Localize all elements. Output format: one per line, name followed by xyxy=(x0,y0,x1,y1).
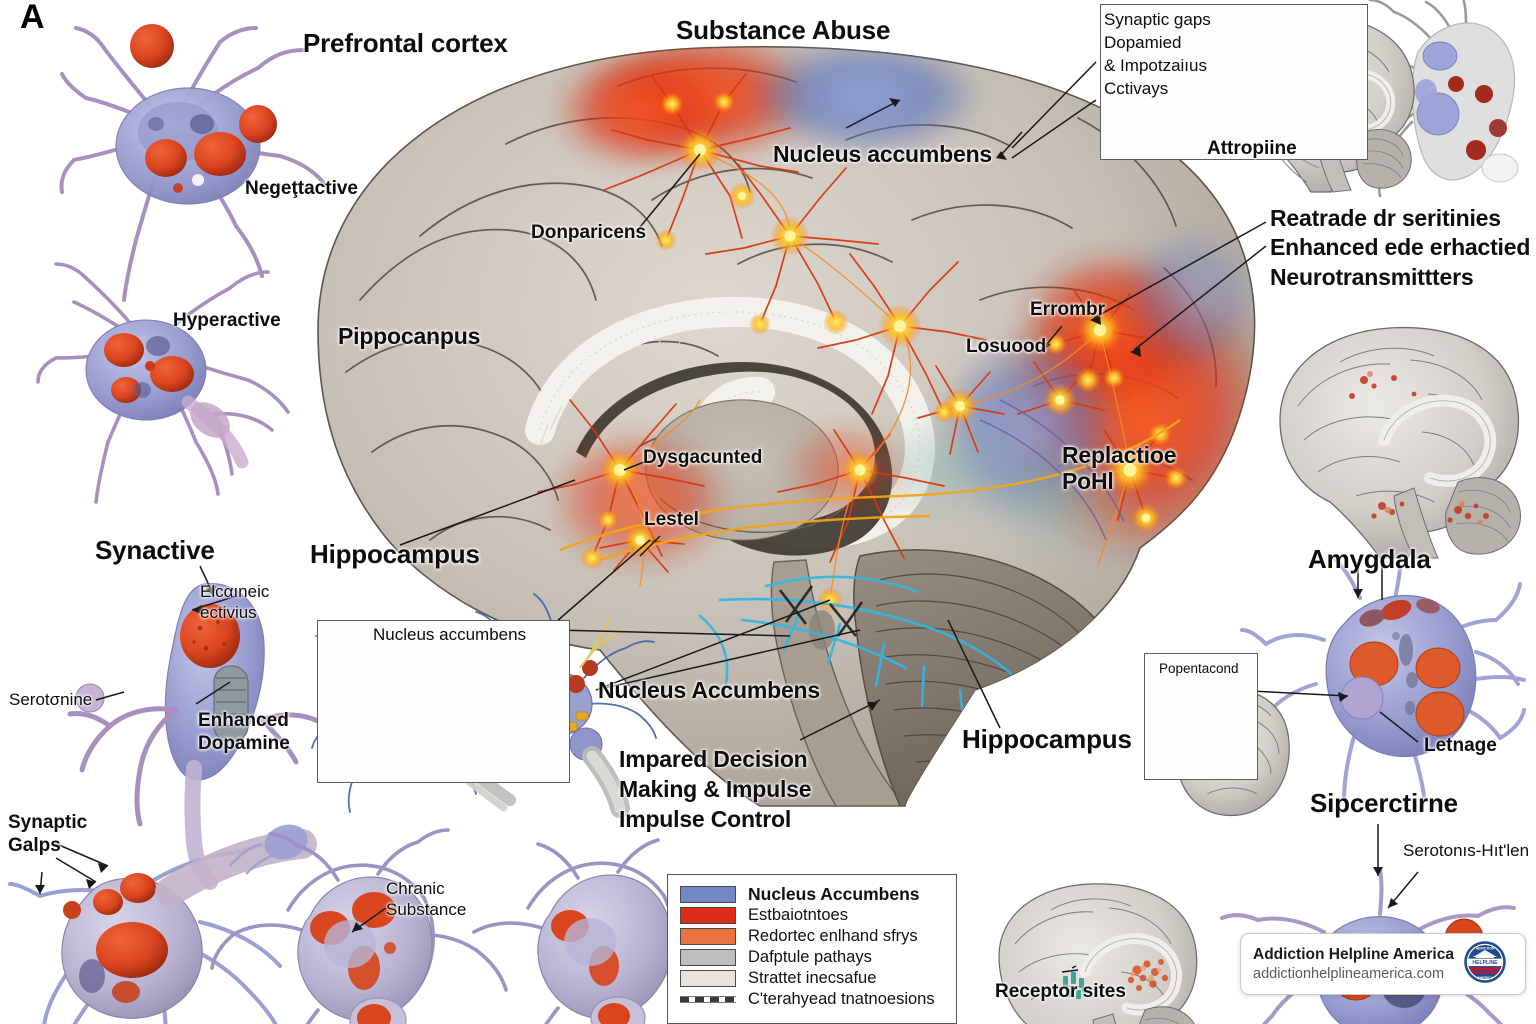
legend-item: Nucleus Accumbens xyxy=(680,884,944,905)
neuron-amygdala xyxy=(1240,544,1526,802)
legend-swatch xyxy=(680,886,736,903)
main-brain-illustration xyxy=(317,45,1256,807)
label-synaptic-galps: Synaptic Galps xyxy=(8,812,88,856)
neuron-synactive xyxy=(67,582,323,890)
legend-item: Dafptule pathays xyxy=(680,947,944,968)
leader-lines xyxy=(35,23,1419,973)
inset-title-popentacond: Popentacond xyxy=(1159,661,1239,676)
inset-title-nucleus-accumbens: Nucleus accumbens xyxy=(373,625,527,644)
brand-name: Addiction Helpline America xyxy=(1253,946,1454,963)
label-receptor-sites: Receptor sites xyxy=(995,981,1126,1002)
inset-popentacond xyxy=(1144,653,1258,780)
label-nucleus-accumbens-main: Nucleus Accumbens xyxy=(598,677,820,703)
legend-swatch xyxy=(680,928,736,945)
legend-label: Redortec enlhand sfrys xyxy=(748,927,918,945)
label-chronic-substance: Chranic Substance xyxy=(386,879,467,919)
label-letnage: Letnage xyxy=(1424,735,1497,756)
legend-swatch xyxy=(680,907,736,924)
neuron-negetiactive xyxy=(59,24,328,302)
label-donparicens: Donparicens xyxy=(531,222,647,243)
label-hippocampus-left: Hippocampus xyxy=(310,539,480,569)
inset-line-dopamied: Dopamied xyxy=(1104,33,1182,52)
legend-item: Redortec enlhand sfrys xyxy=(680,926,944,947)
callout-receptor-serotonin: Reatrade dr seritinies Enhanced ede erha… xyxy=(1270,205,1531,290)
label-hyperactive: Hyperactive xyxy=(173,310,281,331)
legend-box: Nucleus Accumbens Estbaiotntoes Redortec… xyxy=(667,874,957,1024)
label-dysgacunted: Dysgacunted xyxy=(643,447,763,468)
legend-label: Estbaiotntoes xyxy=(748,906,848,924)
small-brain-receptor-sites xyxy=(998,883,1198,1024)
brand-badge[interactable]: Addiction Helpline America addictionhelp… xyxy=(1240,933,1526,995)
inset-nucleus-accumbens xyxy=(317,620,570,783)
label-negetiactive: Negeţtactive xyxy=(245,178,358,199)
svg-text:AMERICA: AMERICA xyxy=(1477,976,1493,980)
label-nucleus-accumbens-top: Nucleus accumbens xyxy=(773,141,993,167)
label-elcaineic-ectivius: Elcαıneic ectivius xyxy=(200,582,270,622)
neuron-chronic-substance xyxy=(210,828,508,1024)
label-synactive: Synactive xyxy=(95,535,215,565)
label-amygdala: Amygdala xyxy=(1308,544,1431,574)
helpline-seal-icon: HELPLINE ADDICTION AMERICA xyxy=(1463,940,1507,989)
legend-label: Nucleus Accumbens xyxy=(748,884,920,904)
label-substance-abuse: Substance Abuse xyxy=(676,15,891,45)
label-serotonine: Serotσnine xyxy=(9,690,93,709)
label-serotonin-hitlen: Serotonıs-Hıt'len xyxy=(1403,841,1530,860)
legend-item: C'terahyead tnatnoesions xyxy=(680,989,944,1010)
legend-label: Strattet inecsafue xyxy=(748,969,877,987)
neuron-synaptic-galps xyxy=(8,824,317,1024)
label-lestel: Lestel xyxy=(644,509,699,530)
inset-line-impotzaiius: & Impotzaiıus xyxy=(1104,56,1207,75)
inset-label-attropiine: Attropiine xyxy=(1207,138,1297,159)
label-pippocanpus: Pippocanpus xyxy=(338,323,481,349)
svg-text:ADDICTION: ADDICTION xyxy=(1476,946,1495,950)
legend-item: Estbaiotntoes xyxy=(680,905,944,926)
legend-item: Strattet inecsafue xyxy=(680,968,944,989)
inset-synaptic-gaps xyxy=(1100,4,1368,160)
neuron-hyperactive xyxy=(36,262,290,504)
label-prefrontal-cortex: Prefrontal cortex xyxy=(303,28,508,58)
callout-impaired-decision: Impared Decision Making & Impulse Impuls… xyxy=(619,746,812,832)
brand-url[interactable]: addictionhelplineamerica.com xyxy=(1253,966,1445,982)
small-brain-right-mid xyxy=(1279,326,1521,559)
brand-text: Addiction Helpline America addictionhelp… xyxy=(1253,946,1454,982)
svg-text:HELPLINE: HELPLINE xyxy=(1472,959,1498,965)
panel-letter: A xyxy=(20,0,45,36)
legend-label: C'terahyead tnatnoesions xyxy=(748,990,935,1008)
label-errombr: Errombr xyxy=(1030,299,1105,320)
label-sipcerctirne: Sipcerctirne xyxy=(1310,788,1458,818)
legend-swatch xyxy=(680,949,736,966)
legend-swatch-dashed xyxy=(680,996,736,1003)
label-losuood: Losuood xyxy=(966,336,1047,357)
inset-line-synaptic-gaps: Synaptic gaps xyxy=(1104,10,1211,29)
label-replactioe-pokl: Replactioe PoHl xyxy=(1062,442,1177,494)
legend-swatch xyxy=(680,970,736,987)
legend-label: Dafptule pathays xyxy=(748,948,872,966)
inset-line-cctivays: Cctivays xyxy=(1104,79,1169,98)
label-hippocampus-right: Hippocampus xyxy=(962,724,1132,754)
label-enhanced-dopamine: Enhanced Dopamine xyxy=(198,710,290,755)
